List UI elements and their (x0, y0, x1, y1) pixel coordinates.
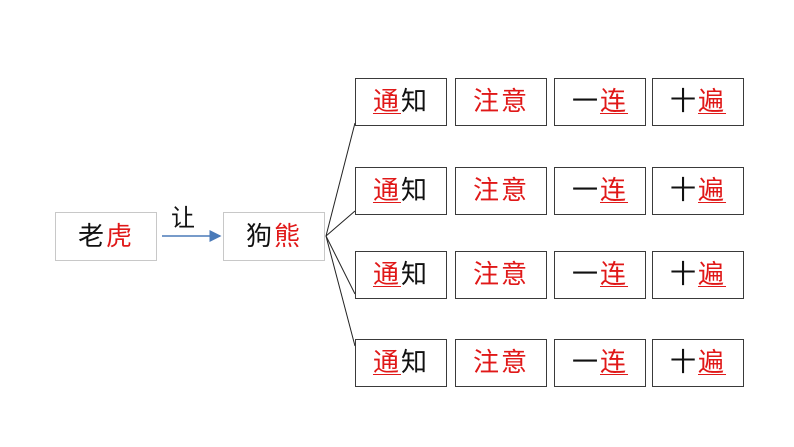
char-red: 遍 (698, 176, 727, 206)
char-red: 连 (600, 87, 629, 117)
word-box-r2-c1: 通知 (355, 167, 447, 215)
word-box-r4-c4: 十遍 (652, 339, 744, 387)
word-box-r1-c3: 一连 (554, 78, 646, 126)
source-word-box: 老虎 (55, 212, 157, 261)
char-red: 连 (600, 260, 629, 290)
verb-label: 让 (171, 204, 195, 232)
branch-line-3 (325, 235, 356, 295)
char-red: 通 (372, 260, 401, 290)
word-box-r3-c3: 一连 (554, 251, 646, 299)
branch-line-2 (325, 210, 356, 237)
char-red: 连 (600, 176, 629, 206)
char-black: 知 (401, 348, 430, 378)
word-box-r1-c1: 通知 (355, 78, 447, 126)
char-red: 连 (600, 348, 629, 378)
target-word-box: 狗熊 (223, 212, 325, 261)
char-red: 通 (372, 87, 401, 117)
char-red: 意 (501, 260, 530, 290)
char-black: 十 (669, 87, 698, 117)
word-box-r4-c3: 一连 (554, 339, 646, 387)
char-black: 一 (571, 87, 600, 117)
char-black: 一 (571, 260, 600, 290)
char-black: 狗 (245, 221, 274, 252)
char-red: 虎 (106, 221, 135, 252)
char-red: 通 (372, 348, 401, 378)
char-red: 通 (372, 176, 401, 206)
char-red: 注 (472, 176, 501, 206)
char-black: 十 (669, 260, 698, 290)
char-black: 知 (401, 260, 430, 290)
word-box-r4-c1: 通知 (355, 339, 447, 387)
word-box-r1-c4: 十遍 (652, 78, 744, 126)
char-black: 一 (571, 348, 600, 378)
char-black: 十 (669, 176, 698, 206)
char-red: 注 (472, 260, 501, 290)
branch-line-1 (325, 122, 356, 237)
char-black: 一 (571, 176, 600, 206)
char-black: 知 (401, 176, 430, 206)
char-red: 意 (501, 87, 530, 117)
char-red: 注 (472, 87, 501, 117)
char-black: 知 (401, 87, 430, 117)
word-box-r3-c4: 十遍 (652, 251, 744, 299)
word-box-r1-c2: 注意 (455, 78, 547, 126)
char-red: 注 (472, 348, 501, 378)
char-red: 遍 (698, 348, 727, 378)
word-box-r2-c2: 注意 (455, 167, 547, 215)
char-red: 意 (501, 176, 530, 206)
char-red: 遍 (698, 260, 727, 290)
word-box-r3-c1: 通知 (355, 251, 447, 299)
char-red: 熊 (274, 221, 303, 252)
char-black: 十 (669, 348, 698, 378)
char-red: 意 (501, 348, 530, 378)
char-red: 遍 (698, 87, 727, 117)
char-black: 老 (77, 221, 106, 252)
word-box-r2-c3: 一连 (554, 167, 646, 215)
word-box-r4-c2: 注意 (455, 339, 547, 387)
word-box-r2-c4: 十遍 (652, 167, 744, 215)
word-box-r3-c2: 注意 (455, 251, 547, 299)
branch-line-4 (325, 235, 356, 347)
